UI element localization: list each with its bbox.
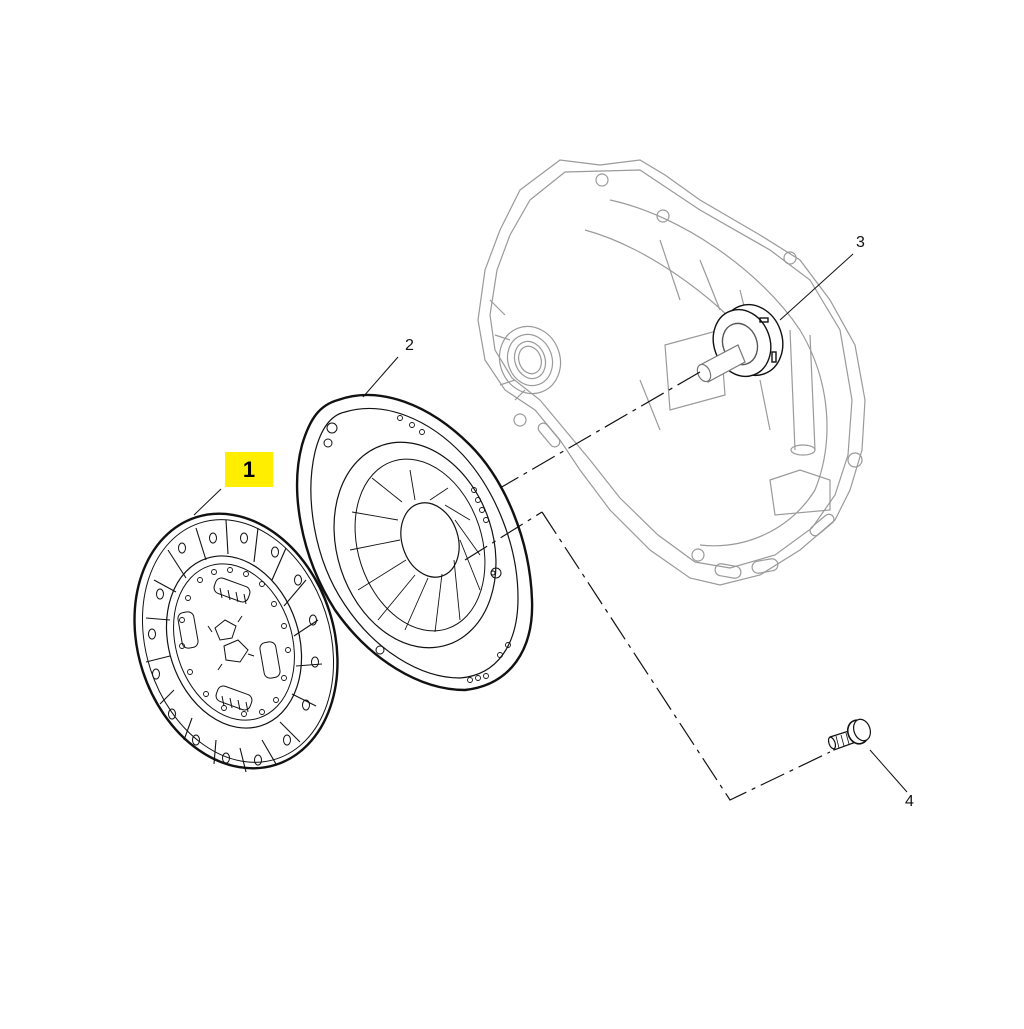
leader-lines (193, 253, 908, 793)
input-shaft (696, 344, 746, 383)
bolt[interactable] (827, 717, 873, 751)
callout-1-highlighted[interactable]: 1 (225, 452, 273, 487)
pressure-plate[interactable] (295, 393, 534, 692)
transmission-housing (477, 159, 866, 586)
clutch-disc[interactable] (103, 487, 370, 795)
axis-line (464, 371, 831, 801)
callout-3[interactable]: 3 (856, 234, 865, 251)
callout-2[interactable]: 2 (405, 337, 414, 354)
callout-4[interactable]: 4 (905, 793, 914, 810)
